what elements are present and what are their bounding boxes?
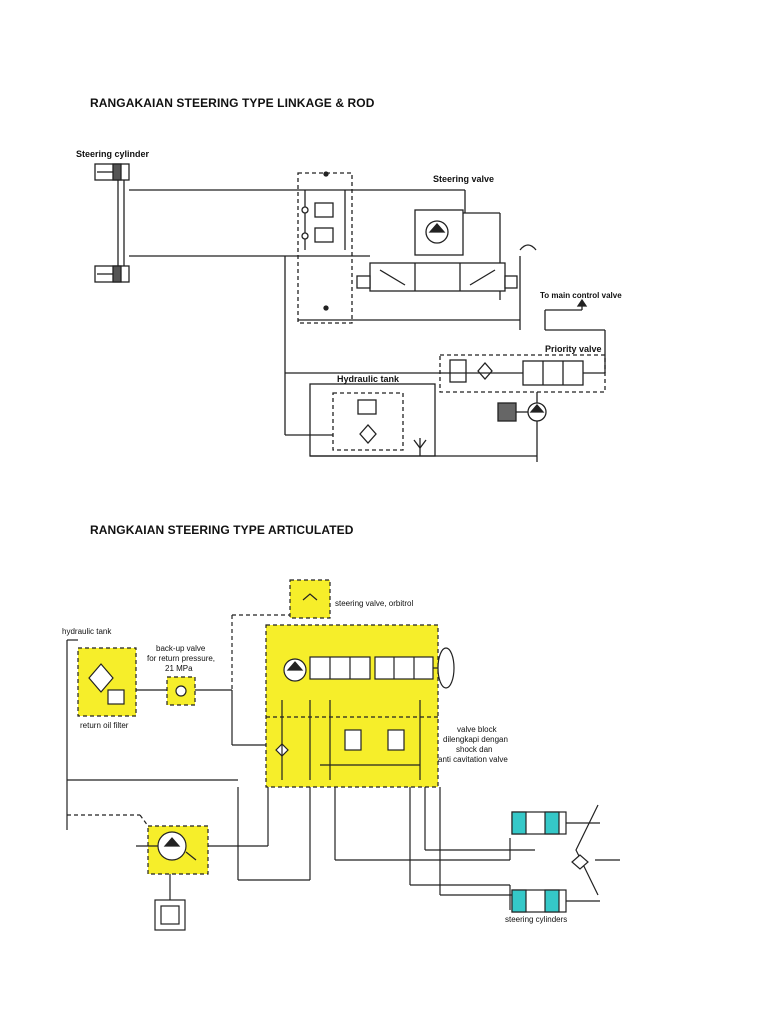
- label-steering-valve: Steering valve: [433, 174, 494, 184]
- label-backup-valve-1: back-up valve: [156, 644, 206, 653]
- label-hydraulic-tank-2: hydraulic tank: [62, 627, 112, 636]
- label-priority-valve: Priority valve: [545, 344, 602, 354]
- label-valve-block-4: anti cavitation valve: [438, 755, 508, 764]
- label-valve-block-1: valve block: [457, 725, 498, 734]
- label-backup-valve-3: 21 MPa: [165, 664, 193, 673]
- steering-motor-symbol: [414, 209, 464, 256]
- heading-linkage-rod: RANGAKAIAN STEERING TYPE LINKAGE & ROD: [90, 96, 375, 110]
- label-hydraulic-tank: Hydraulic tank: [337, 374, 400, 384]
- diagram-linkage-rod: [94, 163, 606, 462]
- label-steering-cylinder: Steering cylinder: [76, 149, 150, 159]
- label-to-main-control-valve: To main control valve: [540, 291, 622, 300]
- label-backup-valve-2: for return pressure,: [147, 654, 215, 663]
- label-valve-block-3: shock dan: [456, 745, 492, 754]
- label-steering-valve-orbitrol: steering valve, orbitrol: [335, 599, 413, 608]
- label-return-oil-filter: return oil filter: [80, 721, 129, 730]
- heading-articulated: RANGKAIAN STEERING TYPE ARTICULATED: [90, 523, 354, 537]
- pump-motor-symbol: [497, 402, 547, 422]
- steering-cylinder-upper: [511, 811, 600, 835]
- steering-cylinder-lower: [511, 889, 600, 913]
- steering-valve-spool: [356, 262, 518, 292]
- label-steering-cylinders: steering cylinders: [505, 915, 567, 924]
- steering-cylinder-bottom: [94, 265, 130, 283]
- hydraulic-tank-symbol: [309, 383, 436, 457]
- label-valve-block-2: dilengkapi dengan: [443, 735, 508, 744]
- diagram-articulated: [66, 579, 620, 931]
- steering-cylinder-top: [94, 163, 130, 181]
